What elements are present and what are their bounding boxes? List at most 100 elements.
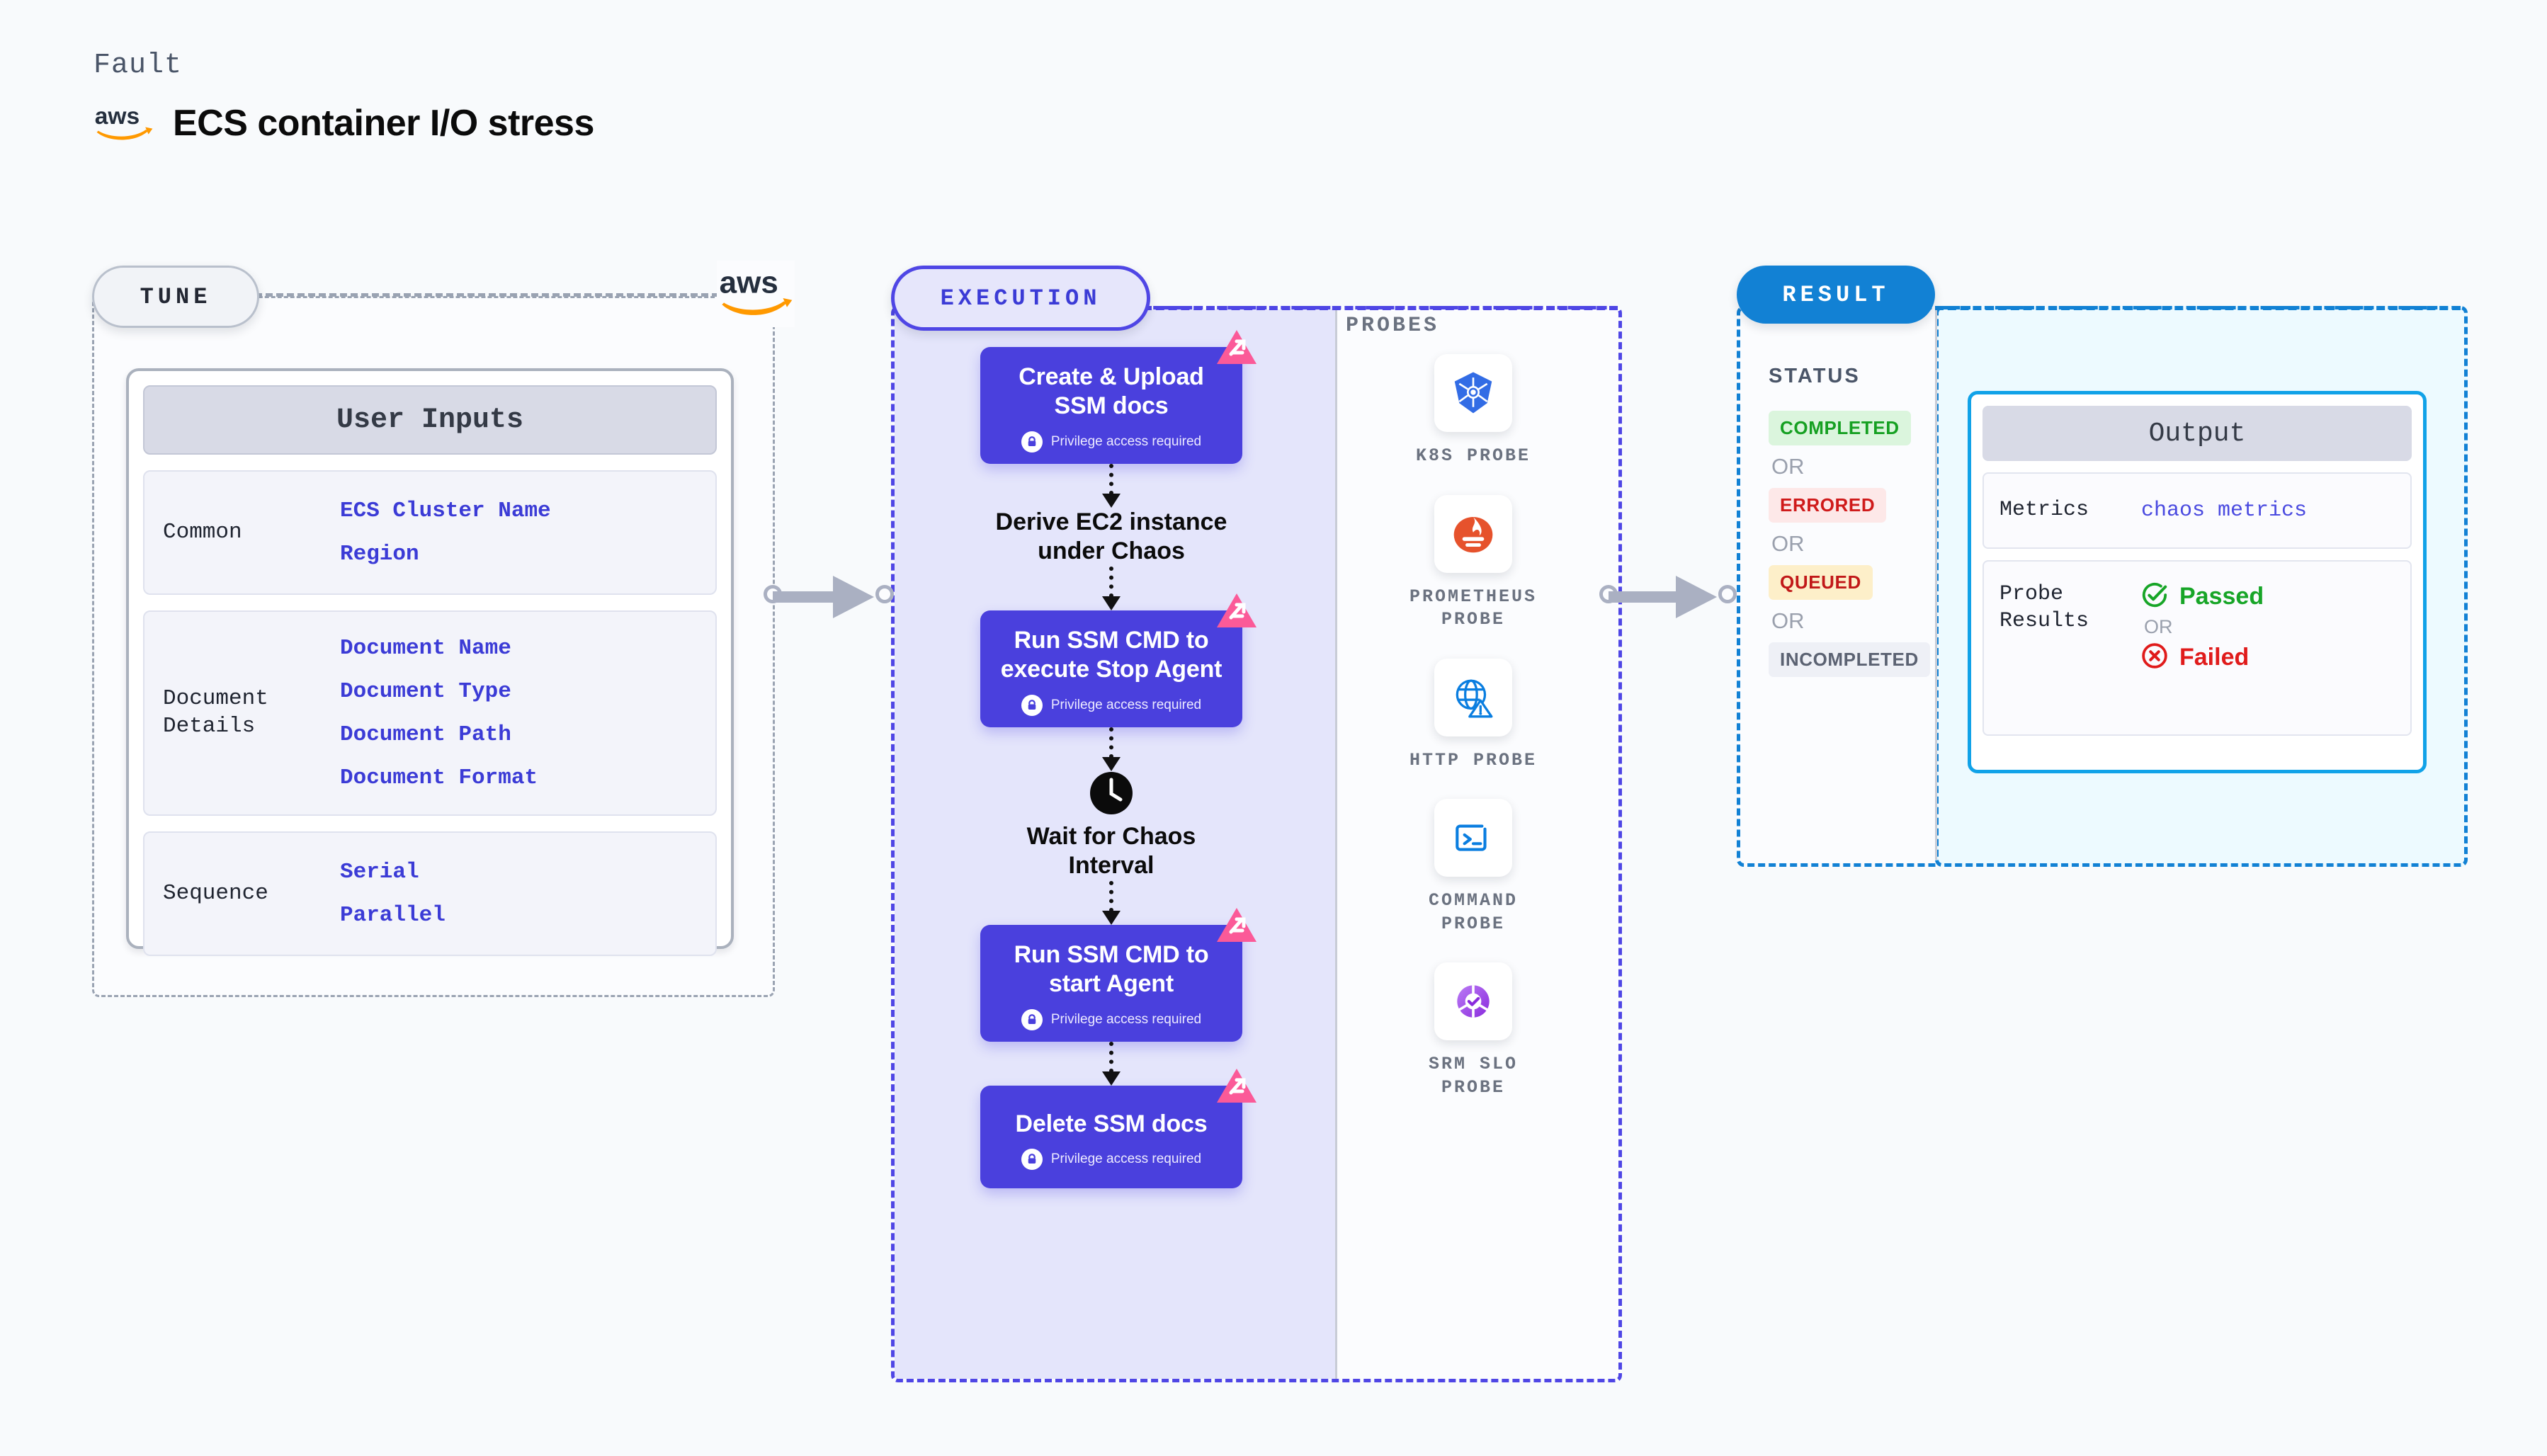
input-field-parallel[interactable]: Parallel (340, 903, 446, 928)
probe-label: K8S PROBE (1415, 445, 1531, 466)
execution-flow-background (895, 309, 1335, 1379)
probes-section-label: PROBES (1346, 314, 1440, 338)
status-list: COMPLETED OR ERRORED OR QUEUED OR INCOMP… (1769, 411, 1930, 677)
passed-label: Passed (2179, 583, 2264, 610)
lock-icon (1021, 694, 1043, 716)
user-input-group-common: Common ECS Cluster Name Region (143, 470, 717, 595)
svg-text:aws: aws (95, 103, 140, 130)
output-row-probe-results: Probe Results Passed OR (1982, 560, 2412, 736)
connector-bar (1609, 591, 1694, 603)
input-field-document-type[interactable]: Document Type (340, 679, 511, 704)
clock-icon (1089, 771, 1133, 815)
group-label: Sequence (163, 880, 268, 906)
probe-result-passed: Passed (2141, 581, 2264, 612)
step-title: Run SSM CMD to execute Stop Agent (1000, 626, 1223, 683)
x-circle-icon (2141, 642, 2168, 673)
group-label: Document Details (163, 686, 268, 739)
flow-arrow-icon (891, 463, 1332, 508)
input-field-document-name[interactable]: Document Name (340, 636, 511, 661)
status-badge-incompleted: INCOMPLETED (1769, 642, 1930, 677)
probe-item-srm-slo[interactable]: SRM SLO PROBE (1346, 962, 1601, 1099)
probes-list: K8S PROBE PROMETHEUS PROBE (1346, 354, 1601, 1126)
input-field-ecs-cluster-name[interactable]: ECS Cluster Name (340, 499, 551, 523)
aws-logo-icon: aws (93, 101, 156, 145)
execution-step-create-upload-ssm-docs[interactable]: Create & Upload SSM docs Privilege acces… (980, 330, 1257, 464)
execution-step-run-ssm-cmd-start-agent[interactable]: Run SSM CMD to start Agent Privilege acc… (980, 907, 1257, 1042)
probe-item-command[interactable]: COMMAND PROBE (1346, 799, 1601, 935)
output-card: Output Metrics chaos metrics Probe Resul… (1968, 391, 2427, 773)
input-field-document-path[interactable]: Document Path (340, 722, 511, 747)
status-label: STATUS (1769, 365, 1861, 387)
status-badge-queued: QUEUED (1769, 565, 1873, 600)
or-separator: OR (1771, 454, 1805, 479)
execution-flow: Create & Upload SSM docs Privilege acces… (891, 306, 1332, 1189)
kubernetes-icon (1434, 354, 1512, 432)
page-header: Fault aws ECS container I/O stress (93, 50, 594, 145)
privilege-notice: Privilege access required (993, 1149, 1230, 1171)
probe-results-label: Probe Results (1999, 582, 2089, 633)
metrics-value-link[interactable]: chaos metrics (2141, 499, 2308, 523)
fault-badge-icon (1215, 592, 1258, 630)
tune-pill[interactable]: TUNE (92, 266, 259, 328)
failed-label: Failed (2179, 644, 2250, 671)
probe-label: COMMAND PROBE (1428, 890, 1519, 934)
prometheus-icon (1434, 494, 1512, 573)
or-separator: OR (2144, 616, 2173, 637)
connector-arrowhead-icon (1676, 576, 1717, 618)
group-label: Common (163, 519, 242, 545)
output-title: Output (1982, 406, 2412, 461)
or-separator: OR (1771, 531, 1805, 556)
execution-step-delete-ssm-docs[interactable]: Delete SSM docs Privilege access require… (980, 1068, 1257, 1189)
user-inputs-card: User Inputs Common ECS Cluster Name Regi… (126, 368, 734, 956)
step-title: Wait for Chaos Interval (1026, 822, 1196, 880)
status-badge-completed: COMPLETED (1769, 411, 1911, 445)
connector-end-dot (875, 585, 894, 603)
privilege-text: Privilege access required (1050, 1011, 1202, 1027)
tune-aws-logo-icon: aws (717, 261, 795, 327)
execution-probes-divider (1335, 309, 1337, 1379)
execution-pill[interactable]: EXECUTION (891, 266, 1150, 331)
input-field-document-format[interactable]: Document Format (340, 766, 538, 790)
flow-arrow-icon (891, 1041, 1332, 1086)
connector-bar (773, 591, 851, 603)
connector-end-dot (1718, 585, 1737, 603)
result-connector-line (1935, 306, 2461, 310)
input-field-serial[interactable]: Serial (340, 860, 419, 885)
result-divider (1935, 306, 1937, 860)
srm-slo-icon (1434, 962, 1512, 1040)
privilege-text: Privilege access required (1050, 1151, 1202, 1167)
execution-connector-line (1143, 306, 1618, 310)
step-title: Run SSM CMD to start Agent (1014, 940, 1209, 998)
flow-arrow-icon (891, 566, 1332, 610)
user-input-group-sequence: Sequence Serial Parallel (143, 831, 717, 956)
user-input-group-document-details: Document Details Document Name Document … (143, 610, 717, 816)
fault-kicker: Fault (93, 50, 183, 81)
or-separator: OR (1771, 608, 1805, 633)
privilege-text: Privilege access required (1050, 697, 1202, 712)
execution-step-wait-for-chaos-interval: Wait for Chaos Interval (891, 771, 1332, 881)
result-pill[interactable]: RESULT (1737, 266, 1935, 324)
step-title: Delete SSM docs (1015, 1110, 1208, 1137)
user-inputs-title: User Inputs (143, 385, 717, 455)
lock-icon (1021, 431, 1043, 453)
probe-item-http[interactable]: HTTP PROBE (1346, 658, 1601, 773)
execution-step-run-ssm-cmd-stop-agent[interactable]: Run SSM CMD to execute Stop Agent Privil… (980, 593, 1257, 727)
check-circle-icon (2141, 581, 2168, 612)
privilege-notice: Privilege access required (993, 694, 1230, 716)
probe-item-prometheus[interactable]: PROMETHEUS PROBE (1346, 494, 1601, 632)
output-row-metrics: Metrics chaos metrics (1982, 472, 2412, 549)
svg-text:aws: aws (720, 266, 778, 300)
probe-label: HTTP PROBE (1409, 749, 1538, 770)
http-globe-icon (1434, 658, 1512, 736)
fault-badge-icon (1215, 906, 1258, 945)
fault-badge-icon (1215, 1067, 1258, 1105)
metrics-label: Metrics (1999, 498, 2089, 523)
probe-result-failed: Failed (2141, 642, 2264, 673)
lock-icon (1021, 1149, 1043, 1171)
flow-arrow-icon (891, 880, 1332, 925)
page-title: ECS container I/O stress (173, 103, 594, 144)
input-field-region[interactable]: Region (340, 542, 419, 567)
privilege-notice: Privilege access required (993, 431, 1230, 453)
probe-item-k8s[interactable]: K8S PROBE (1346, 354, 1601, 468)
title-row: aws ECS container I/O stress (93, 101, 595, 145)
